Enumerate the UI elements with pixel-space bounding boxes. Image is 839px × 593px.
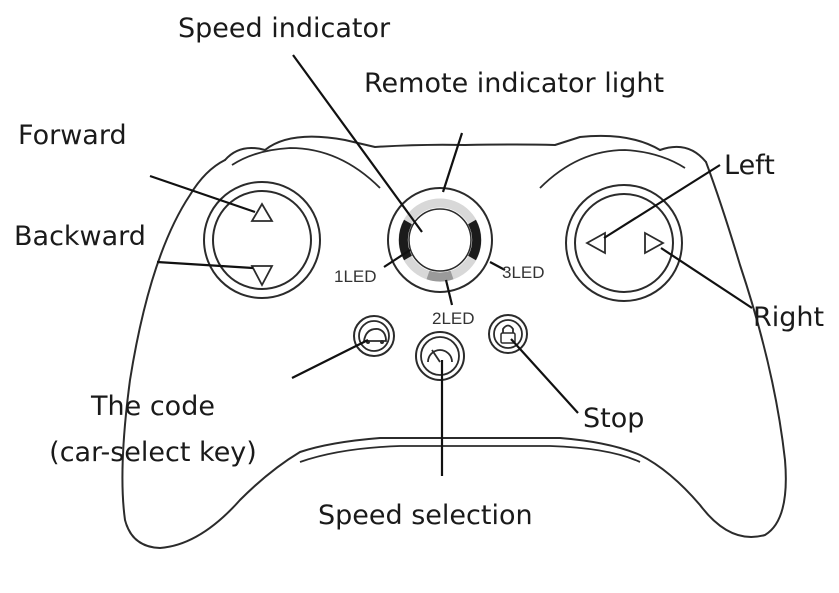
car-select-key[interactable] — [353, 315, 395, 357]
leader-lines — [149, 54, 753, 476]
label-speed-indicator: Speed indicator — [178, 13, 391, 44]
led-segment-2 — [426, 270, 454, 282]
label-remote-indicator-light: Remote indicator light — [364, 68, 664, 99]
lock-icon — [500, 332, 516, 344]
stop-button[interactable] — [488, 314, 528, 354]
label-1led: 1LED — [334, 267, 377, 286]
right-arrow-icon[interactable] — [644, 231, 665, 255]
label-2led: 2LED — [432, 309, 475, 328]
label-3led: 3LED — [502, 263, 545, 282]
label-left: Left — [724, 150, 775, 181]
backward-arrow-icon[interactable] — [250, 265, 274, 287]
forward-arrow-icon[interactable] — [250, 202, 274, 222]
label-car-select-line2: (car-select key) — [49, 437, 257, 468]
label-car-select-line1: The code — [90, 391, 215, 422]
right-dpad[interactable] — [565, 184, 683, 302]
left-dpad[interactable] — [203, 181, 321, 299]
car-icon — [362, 328, 387, 342]
gauge-icon — [427, 349, 453, 363]
label-forward: Forward — [18, 120, 127, 151]
label-backward: Backward — [14, 221, 146, 252]
controller-body — [121, 134, 787, 549]
label-speed-selection: Speed selection — [318, 500, 533, 531]
label-right: Right — [753, 302, 824, 333]
indicator-ring — [387, 187, 493, 293]
label-stop: Stop — [583, 403, 644, 434]
speed-selection-button[interactable] — [415, 331, 465, 381]
led-segment-3 — [467, 219, 482, 261]
left-arrow-icon[interactable] — [585, 231, 606, 255]
led-segment-1 — [398, 219, 413, 261]
